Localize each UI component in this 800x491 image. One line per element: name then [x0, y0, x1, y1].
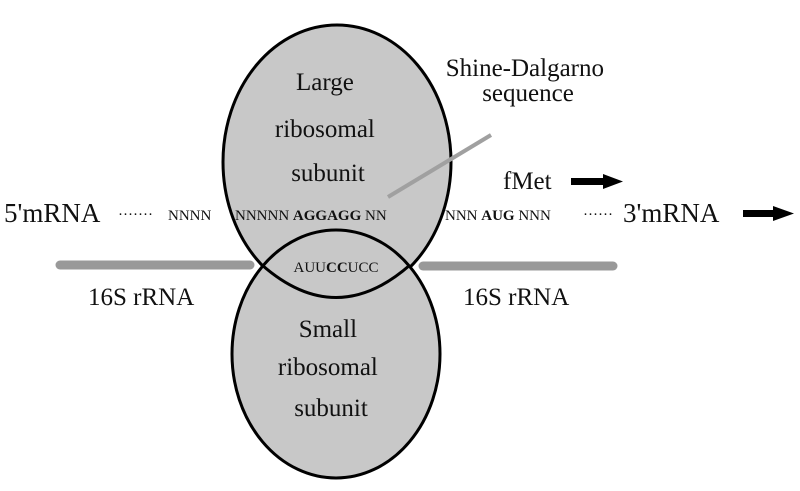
mrna-segment-nnnnn: NNNNN [235, 208, 289, 224]
fmet-label: fMet [503, 168, 552, 195]
large-subunit-line-3: subunit [291, 160, 365, 187]
five-prime-mrna-label: 5'mRNA [4, 198, 101, 228]
mrna-dots-left: ······· [118, 207, 153, 223]
rrna-segment-1: AUU [293, 260, 326, 276]
rrna-segment-3: U [348, 260, 359, 276]
shine-dalgarno-line-1: Shine-Dalgarno [446, 55, 604, 82]
small-subunit-label: Small ribosomal subunit [278, 316, 384, 422]
large-subunit-label: Large ribosomal subunit [275, 69, 381, 187]
three-prime-mrna-label: 3'mRNA [623, 198, 720, 228]
lens-upper-arc [261, 263, 411, 299]
shine-dalgarno-line-2: sequence [482, 80, 574, 107]
rrna-label-right: 16S rRNA [463, 284, 569, 311]
shine-dalgarno-label: Shine-Dalgarno sequence [446, 55, 611, 107]
mrna-segment-nnn-1: NNN [445, 208, 478, 224]
mrna-segment-start-codon: AUG [481, 208, 515, 224]
mrna-segment-shine-dalgarno: AGGAGG [293, 208, 362, 224]
large-subunit-line-1: Large [296, 69, 354, 96]
mrna-segment-nnnn-1: NNNN [168, 208, 211, 224]
mrna-segment-nnn-2: NNN [518, 208, 551, 224]
large-subunit-line-2: ribosomal [275, 116, 375, 143]
small-subunit-line-2: ribosomal [278, 354, 378, 381]
small-subunit-line-1: Small [299, 316, 357, 343]
fmet-arrow-icon [571, 174, 623, 189]
three-prime-arrow-icon [743, 206, 794, 221]
rrna-segment-2: CC [326, 260, 348, 276]
small-ribosomal-subunit [230, 228, 442, 480]
rrna-label-left: 16S rRNA [88, 284, 194, 311]
mrna-segment-nn: NN [365, 208, 387, 224]
mrna-sequence: NNNN NNNNN AGGAGG NN NNN AUG NNN [168, 208, 551, 224]
anti-shine-dalgarno-sequence: AUUCCUCC [293, 260, 378, 276]
rrna-segment-4: CC [359, 260, 379, 276]
mrna-dots-right: ······ [583, 207, 613, 223]
small-subunit-line-3: subunit [294, 395, 368, 422]
shine-dalgarno-pointer [386, 133, 493, 199]
